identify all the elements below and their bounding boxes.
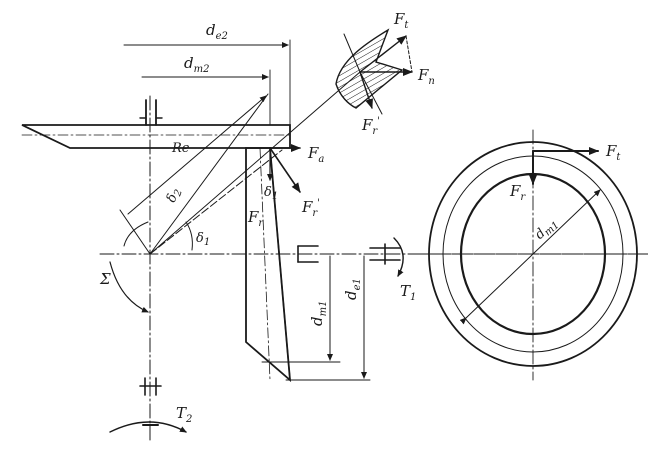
label-dm1-circle: dm1 [532, 215, 561, 244]
label-dm2: dm2 [184, 54, 209, 75]
label-delta2: δ2 [164, 186, 185, 205]
label-ft-top: Ft [393, 10, 409, 31]
fr-prime-arrow [269, 147, 301, 193]
label-fr-prime: Fr' [301, 198, 320, 219]
gear-body [21, 124, 291, 149]
label-delta1-mid: δ1 [264, 185, 278, 202]
label-fr-right: Fr [509, 182, 526, 203]
label-delta1-left: δ1 [196, 231, 210, 248]
label-fr-left: Fr [247, 208, 264, 229]
label-fn: Fn [417, 66, 435, 87]
label-re: Re [171, 141, 190, 156]
sigma-arc [109, 261, 149, 313]
label-t1: T1 [400, 282, 416, 303]
re-dimension [127, 95, 267, 215]
label-de1: de1 [342, 278, 363, 300]
label-ft-right: Ft [605, 142, 621, 163]
cone-line-outer [149, 71, 361, 255]
label-fr-prime-top: Fr' [361, 116, 380, 137]
labels: de2 dm2 Ft Fn Fr' Fa Fr' Re δ2 δ1 δ1 Fr … [99, 10, 621, 425]
pinion-end-view [414, 129, 648, 381]
label-sigma: Σ [99, 270, 111, 288]
force-triangle [335, 28, 413, 115]
t2-arrow [109, 421, 187, 433]
label-fa: Fa [307, 144, 324, 165]
label-dm1: dm1 [308, 301, 329, 326]
t1-arrow [393, 237, 404, 277]
pinion-body [245, 147, 292, 383]
cone-line-re [149, 93, 269, 255]
label-de2: de2 [206, 21, 228, 42]
label-t2: T2 [176, 404, 192, 425]
dm1-circle-dimension [459, 189, 601, 325]
